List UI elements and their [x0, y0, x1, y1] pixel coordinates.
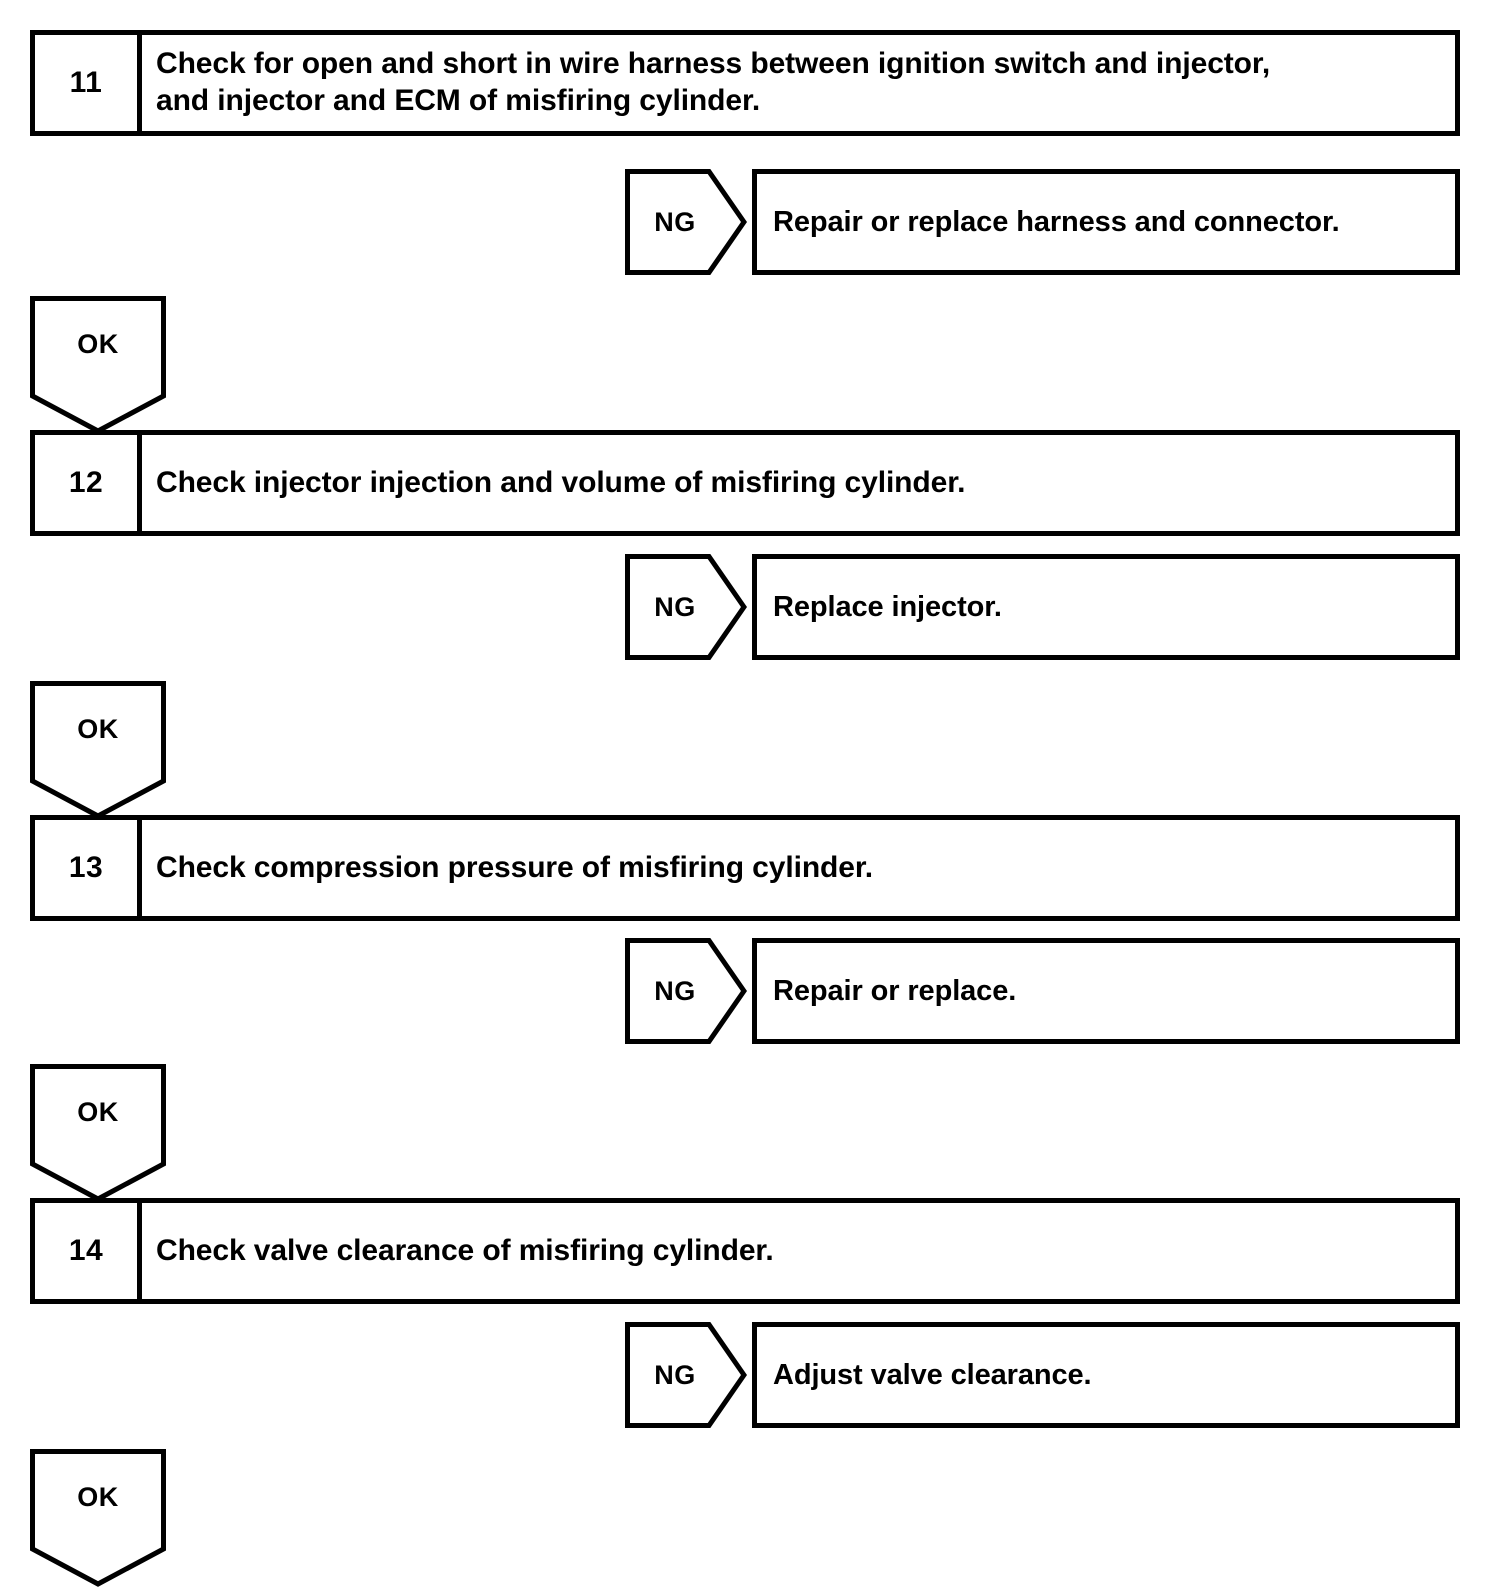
ng-pentagon-icon — [625, 554, 747, 660]
ng-label-14: NG — [654, 1359, 696, 1390]
step-number-13: 13 — [35, 820, 142, 916]
ng-label-11: NG — [654, 206, 696, 237]
ok-connector-13: OK — [30, 1064, 166, 1202]
ok-label-11: OK — [77, 328, 119, 359]
ok-label-12: OK — [77, 713, 119, 744]
ng-pentagon-icon — [625, 1322, 747, 1428]
ok-label-14: OK — [77, 1481, 119, 1512]
ng-arrow-tag-13: NG — [625, 938, 747, 1044]
ok-pentagon-icon — [30, 296, 166, 434]
ok-pentagon-icon — [30, 1064, 166, 1202]
ok-pentagon-icon — [30, 681, 166, 819]
ng-pentagon-icon — [625, 938, 747, 1044]
step-text-11: Check for open and short in wire harness… — [156, 47, 1271, 117]
ng-arrow-tag-14: NG — [625, 1322, 747, 1428]
ng-label-12: NG — [654, 591, 696, 622]
step-text-12: Check injector injection and volume of m… — [156, 465, 966, 499]
step-text-14: Check valve clearance of misfiring cylin… — [156, 1233, 774, 1267]
ok-connector-14: OK — [30, 1449, 166, 1587]
ng-action-box-11[interactable]: Repair or replace harness and connector. — [752, 169, 1460, 275]
ng-label-13: NG — [654, 975, 696, 1006]
ng-action-box-13[interactable]: Repair or replace. — [752, 938, 1460, 1044]
ng-arrow-tag-12: NG — [625, 554, 747, 660]
step-row-12[interactable]: 12 Check injector injection and volume o… — [30, 430, 1460, 536]
ok-label-13: OK — [77, 1096, 119, 1127]
step-number-14: 14 — [35, 1203, 142, 1299]
ok-connector-12: OK — [30, 681, 166, 819]
ng-action-box-12[interactable]: Replace injector. — [752, 554, 1460, 660]
ng-pentagon-icon — [625, 169, 747, 275]
ok-connector-11: OK — [30, 296, 166, 434]
step-row-11[interactable]: 11 Check for open and short in wire harn… — [30, 30, 1460, 136]
step-text-13: Check compression pressure of misfiring … — [156, 850, 874, 884]
ok-pentagon-icon — [30, 1449, 166, 1587]
step-number-12: 12 — [35, 435, 142, 531]
step-number-11: 11 — [35, 35, 142, 131]
ng-action-box-14[interactable]: Adjust valve clearance. — [752, 1322, 1460, 1428]
ng-arrow-tag-11: NG — [625, 169, 747, 275]
step-row-13[interactable]: 13 Check compression pressure of misfiri… — [30, 815, 1460, 921]
step-row-14[interactable]: 14 Check valve clearance of misfiring cy… — [30, 1198, 1460, 1304]
